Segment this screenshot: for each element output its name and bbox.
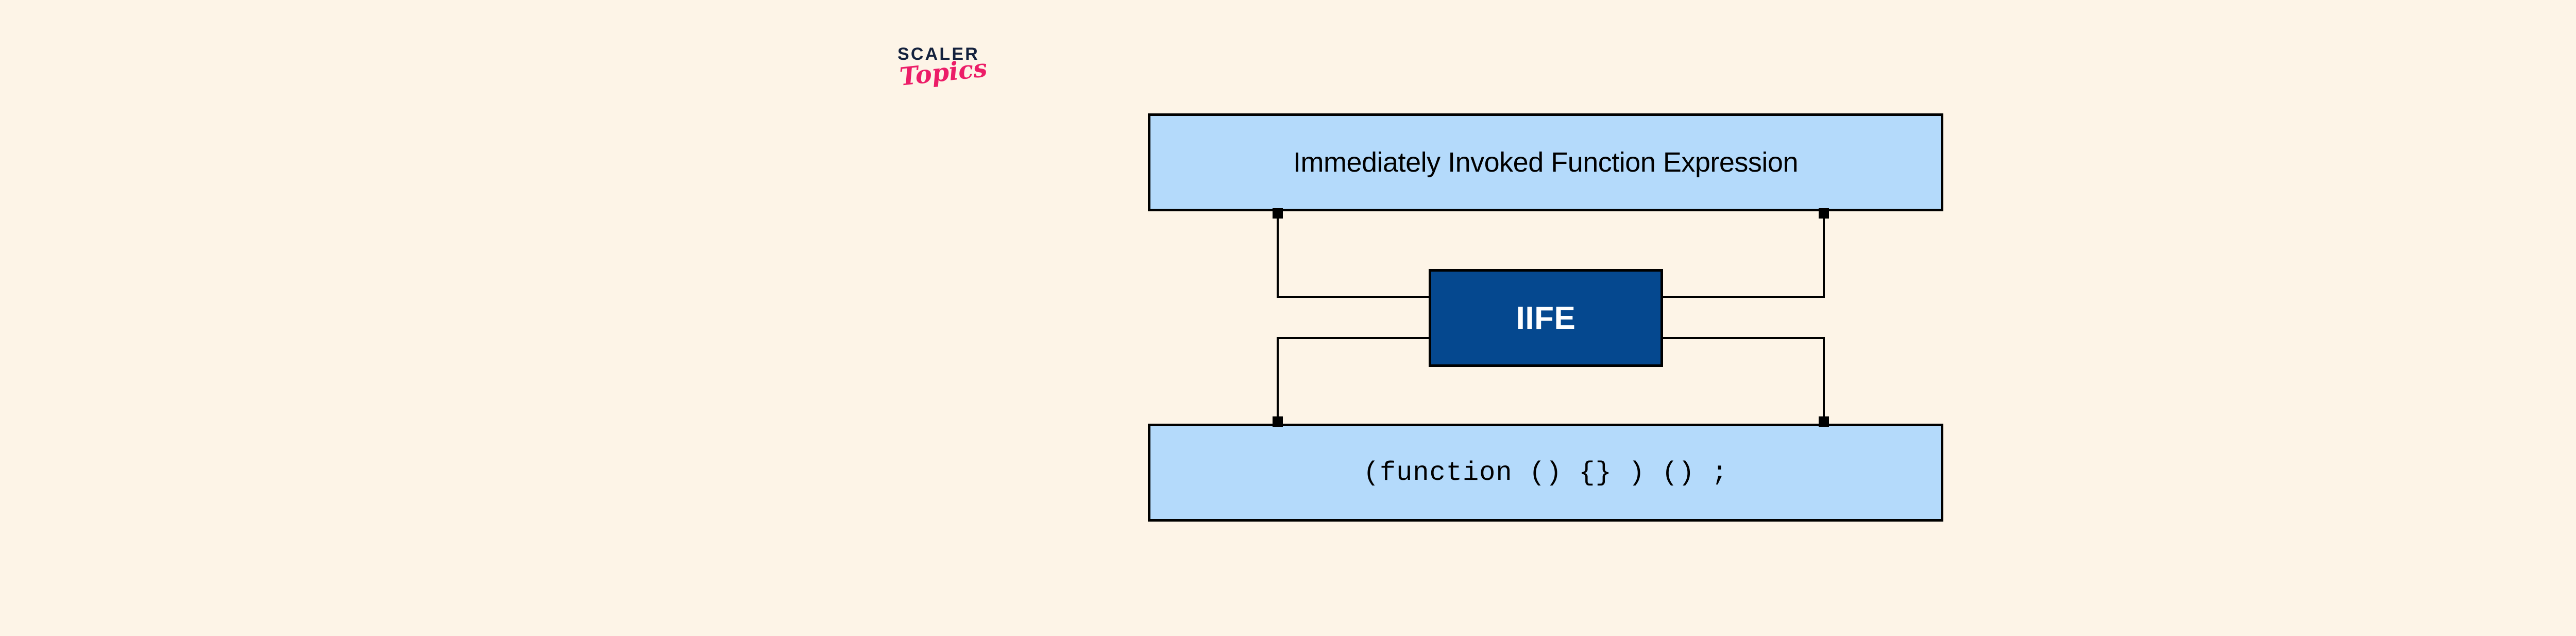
node-acronym-iife: IIFE <box>1429 269 1663 367</box>
connector-marker-code-left <box>1273 416 1283 427</box>
connector-center-to-code-right-horizontal <box>1661 337 1825 339</box>
connector-title-to-center-left-horizontal <box>1277 296 1431 298</box>
connector-marker-title-left <box>1273 208 1283 219</box>
connector-marker-title-right <box>1819 208 1829 219</box>
connector-title-to-center-right-vertical <box>1823 211 1825 298</box>
node-syntax-example-label: (function () {} ) () ; <box>1363 457 1728 488</box>
connector-center-to-code-left-horizontal <box>1277 337 1431 339</box>
connector-center-to-code-left-vertical <box>1277 337 1279 426</box>
node-expanded-name: Immediately Invoked Function Expression <box>1148 113 1943 211</box>
logo-wordmark-scaler: SCALER <box>897 44 979 64</box>
connector-title-to-center-right-horizontal <box>1661 296 1825 298</box>
node-syntax-example: (function () {} ) () ; <box>1148 424 1943 522</box>
connector-title-to-center-left-vertical <box>1277 211 1279 298</box>
connector-center-to-code-right-vertical <box>1823 337 1825 426</box>
connector-marker-code-right <box>1819 416 1829 427</box>
scaler-topics-logo: SCALER Topics <box>897 45 1052 112</box>
node-expanded-name-label: Immediately Invoked Function Expression <box>1293 147 1798 178</box>
node-acronym-iife-label: IIFE <box>1516 300 1576 336</box>
